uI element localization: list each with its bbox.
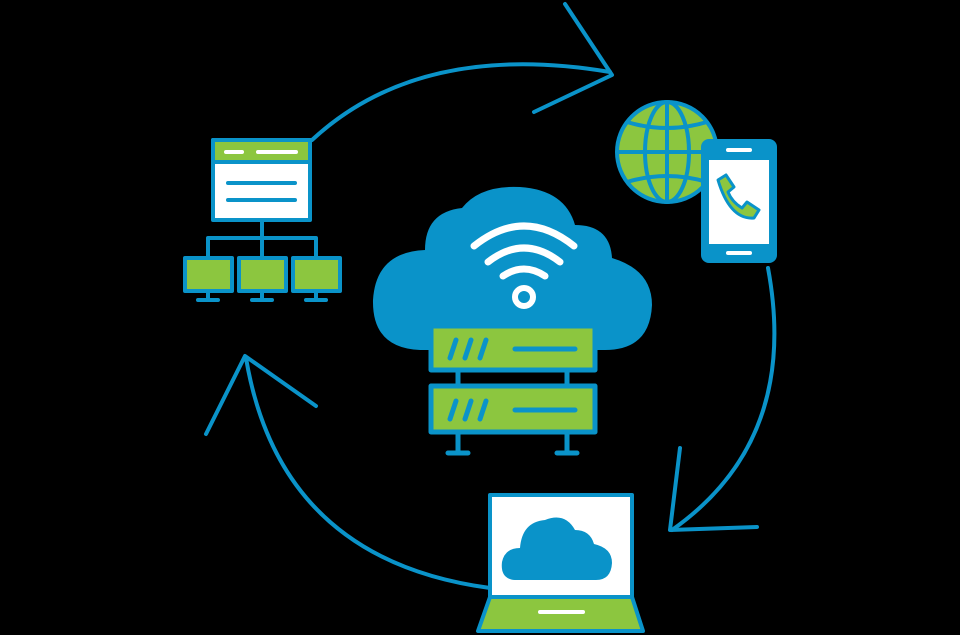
arrow-head-top-icon <box>532 2 614 114</box>
arrow-head-right-icon <box>668 446 759 532</box>
cycle-arc-left <box>244 356 492 590</box>
cloud-server-icon <box>372 186 652 456</box>
cycle-arc-right <box>670 266 777 532</box>
laptop-cloud-icon <box>476 493 645 633</box>
network-hierarchy-icon <box>183 138 342 302</box>
cycle-arc-top <box>310 62 612 142</box>
globe-icon <box>615 100 719 204</box>
arrow-head-left-icon <box>204 354 318 436</box>
wifi-icon <box>470 222 578 309</box>
smartphone-icon <box>701 139 777 263</box>
cloud-icon <box>501 517 612 580</box>
phone-handset-icon <box>716 173 761 220</box>
